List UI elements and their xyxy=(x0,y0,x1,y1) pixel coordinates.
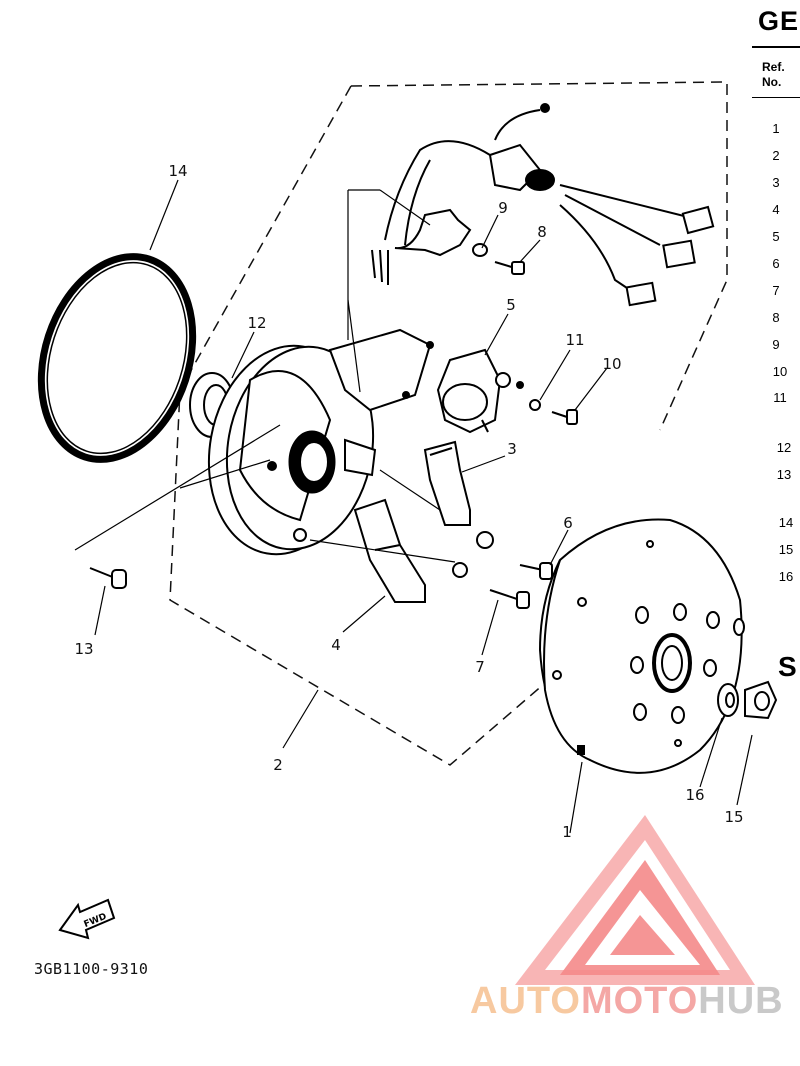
ref-number: 6 xyxy=(772,256,780,271)
stator-base-plate xyxy=(207,328,434,556)
callout-6: 6 xyxy=(563,514,573,532)
fasteners xyxy=(89,243,578,609)
side-panel-rule-2 xyxy=(752,97,800,98)
callout-5: 5 xyxy=(506,296,516,314)
ref-number: 12 xyxy=(776,440,792,455)
ref-number: 14 xyxy=(778,515,794,530)
stator-assembly-outline xyxy=(169,81,728,766)
flywheel-rotor xyxy=(538,518,745,774)
leader-lines xyxy=(74,179,753,834)
watermark-brand: AUTOMOTOHUB xyxy=(470,980,784,1023)
ref-number: 1 xyxy=(772,121,780,136)
ref-number: 2 xyxy=(772,148,780,163)
diagram-code: 3GB1100-9310 xyxy=(34,960,149,978)
side-panel-header: Ref. No. xyxy=(762,60,785,90)
callout-16: 16 xyxy=(685,786,704,804)
callout-3: 3 xyxy=(507,440,517,458)
ref-number: 5 xyxy=(772,229,780,244)
callout-9: 9 xyxy=(498,199,508,217)
washer-and-nut xyxy=(717,680,778,720)
callout-4: 4 xyxy=(331,636,341,654)
source-coil xyxy=(353,498,468,603)
ref-number: 13 xyxy=(776,467,792,482)
callout-11: 11 xyxy=(565,331,584,349)
o-ring xyxy=(37,253,197,463)
fwd-arrow-icon: FWD xyxy=(58,898,116,940)
ref-number: 10 xyxy=(772,364,788,379)
callout-14: 14 xyxy=(168,162,187,180)
ref-number: 11 xyxy=(773,390,787,405)
section-letter: S xyxy=(778,651,797,682)
wire-harness xyxy=(371,103,715,307)
callout-7: 7 xyxy=(475,658,485,676)
callout-8: 8 xyxy=(537,223,547,241)
pickup-coil xyxy=(436,348,524,434)
callout-13: 13 xyxy=(74,640,93,658)
ref-number: 4 xyxy=(772,202,780,217)
callout-10: 10 xyxy=(602,355,621,373)
ref-number: 9 xyxy=(772,337,780,352)
no-label: No. xyxy=(762,75,782,89)
ref-number: 8 xyxy=(772,310,780,325)
ref-label: Ref. xyxy=(762,60,785,74)
watermark-part-moto: MOTO xyxy=(580,980,699,1022)
callout-1: 1 xyxy=(562,823,572,841)
callout-15: 15 xyxy=(724,808,743,826)
ref-number: 7 xyxy=(772,283,780,298)
side-panel-title: GE xyxy=(758,6,800,36)
side-panel-rule xyxy=(752,46,800,48)
watermark-part-auto: AUTO xyxy=(470,980,581,1022)
charging-coil xyxy=(423,440,494,549)
callout-12: 12 xyxy=(247,314,266,332)
ref-number: 15 xyxy=(778,542,794,557)
watermark-logo xyxy=(515,815,755,985)
watermark-part-hub: HUB xyxy=(698,980,784,1022)
ref-number: 16 xyxy=(778,569,794,584)
ref-number: 3 xyxy=(772,175,780,190)
callout-2: 2 xyxy=(273,756,283,774)
